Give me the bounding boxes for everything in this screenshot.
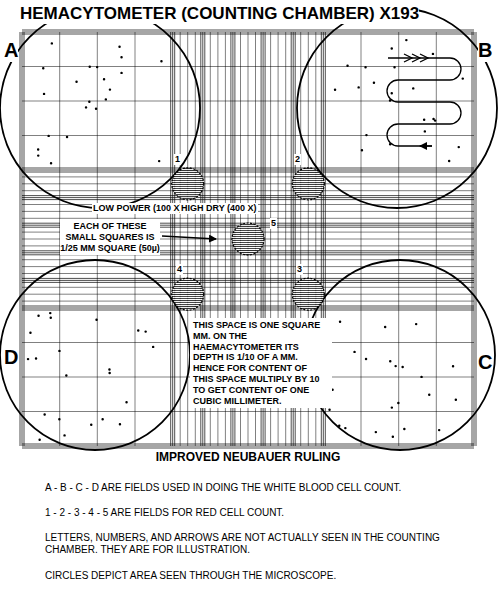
field-circle-1 [172,168,204,200]
callout-number: 2 [294,154,301,165]
center-note: THIS SPACE IS ONE SQUARE MM. ON THE HAEM… [190,318,332,408]
note-box: EACH OF THESE SMALL SQUARES IS 1/25 MM S… [60,219,160,255]
field-circle-b [297,8,497,208]
field-circle-2 [292,168,324,200]
field-circle-d [0,260,190,450]
pointer-arrow [162,236,216,239]
blood-cell-dots [28,40,463,440]
field-letter: A [4,38,18,62]
fine-ruling [22,32,474,446]
arrow-chevrons [404,54,428,62]
field-circle-5 [232,223,264,255]
footnote: A - B - C - D ARE FIELDS USED IN DOING T… [45,482,485,494]
field-circle-4 [172,278,204,310]
counting-grid [20,30,476,448]
wbc-field-circles [0,8,497,450]
field-circle-3 [292,278,324,310]
field-letter: B [478,38,492,62]
title: HEMACYTOMETER (COUNTING CHAMBER) X193 [20,4,419,24]
rbc-field-circles [172,168,325,310]
magnification-label: LOW POWER (100 X) [92,203,184,214]
ruling-name: IMPROVED NEUBAUER RULING [152,450,345,464]
field-circle-c [305,260,495,450]
magnification-label: HIGH DRY (400 X) [180,203,258,214]
callout-number: 1 [174,154,181,165]
field-letter: C [478,350,492,374]
footnote: CIRCLES DEPICT AREA SEEN THROUGH THE MIC… [45,570,485,582]
counting-path-arrow [387,58,461,146]
triple-ruling [20,30,476,448]
field-circle-a [0,8,200,208]
field-letter: D [4,345,18,369]
callout-number: 3 [296,264,303,275]
arrow-end [420,145,432,146]
callout-number: 5 [270,218,277,229]
cell-dots [28,40,463,440]
callout-number: 4 [176,264,183,275]
footnote: LETTERS, NUMBERS, AND ARROWS ARE NOT ACT… [45,532,465,556]
footnote: 1 - 2 - 3 - 4 - 5 ARE FIELDS FOR RED CEL… [45,507,485,519]
